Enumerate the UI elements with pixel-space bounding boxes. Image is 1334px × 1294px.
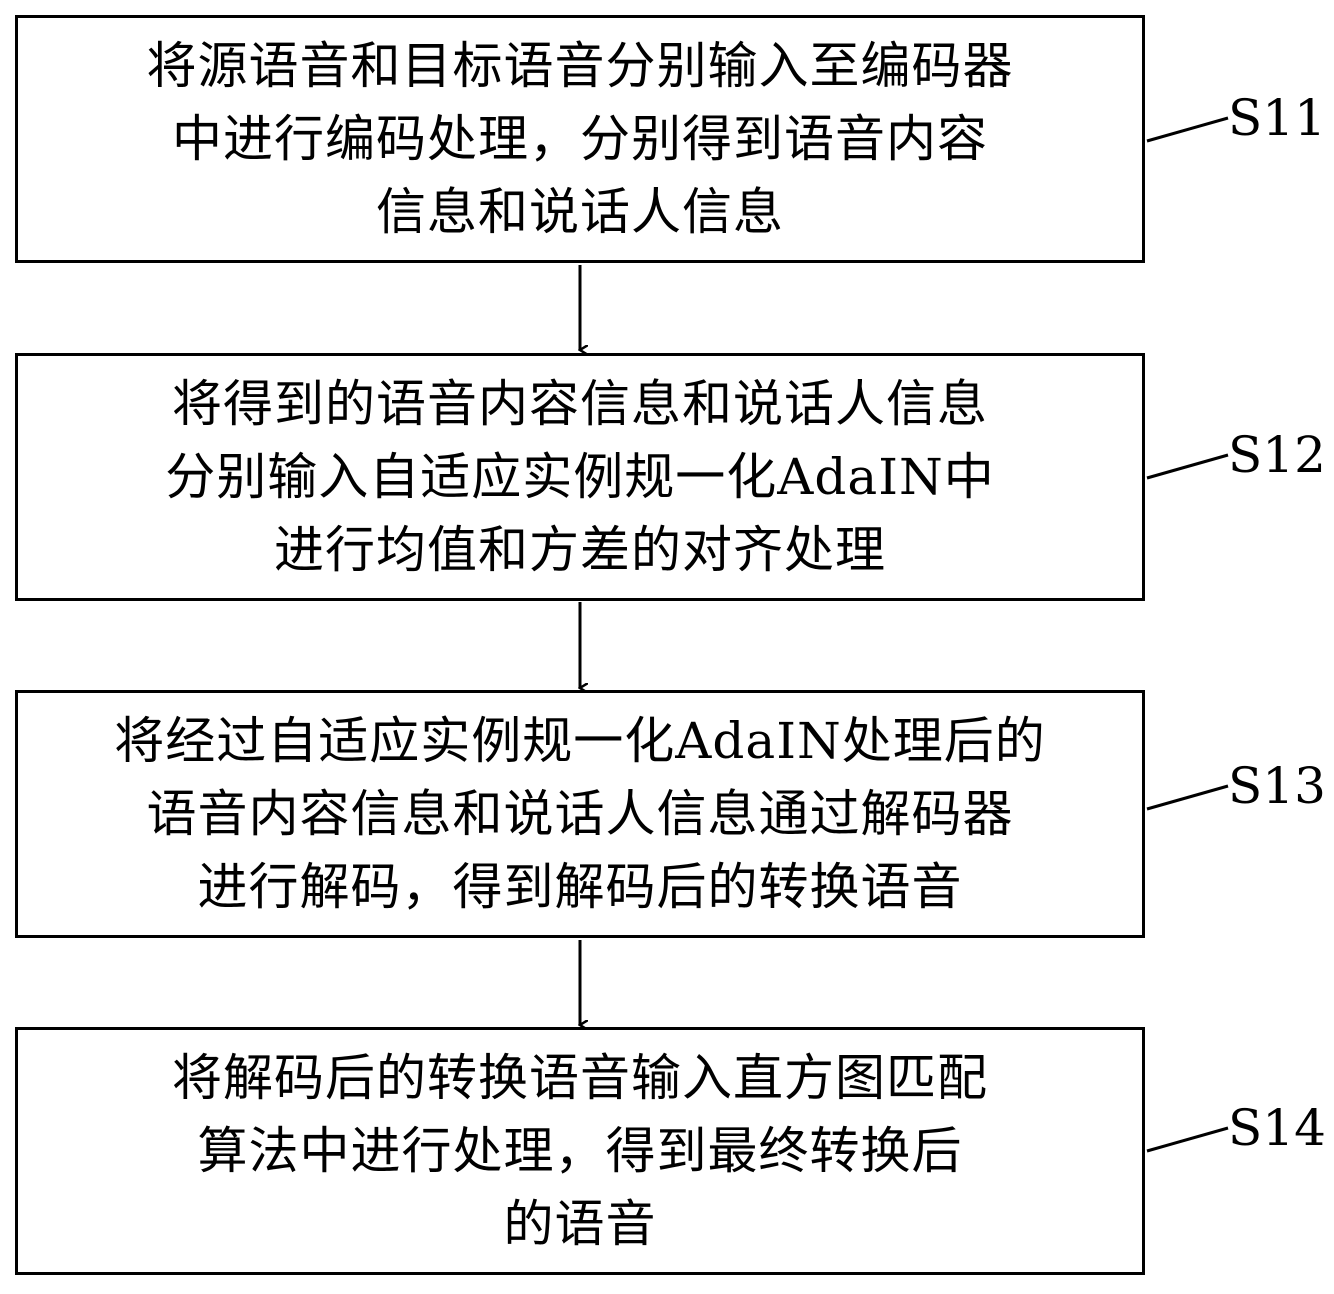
step-s13-line-1: 将经过自适应实例规一化AdaIN处理后的: [114, 711, 1046, 770]
step-s14-line-1: 将解码后的转换语音输入直方图匹配: [172, 1048, 988, 1107]
leader-line-s13: [1146, 784, 1229, 811]
step-box-s12: 将得到的语音内容信息和说话人信息 分别输入自适应实例规一化AdaIN中 进行均值…: [15, 353, 1145, 601]
step-s13-line-2: 语音内容信息和说话人信息通过解码器: [146, 784, 1014, 843]
leader-line-s12: [1146, 453, 1229, 480]
step-text-s12: 将得到的语音内容信息和说话人信息 分别输入自适应实例规一化AdaIN中 进行均值…: [30, 368, 1130, 587]
step-s14-line-3: 的语音: [503, 1194, 657, 1253]
step-s12-line-2: 分别输入自适应实例规一化AdaIN中: [165, 447, 995, 506]
step-label-s14: S14: [1228, 1099, 1326, 1157]
step-text-s11: 将源语音和目标语音分别输入至编码器 中进行编码处理，分别得到语音内容 信息和说话…: [30, 30, 1130, 249]
step-s13-line-3: 进行解码，得到解码后的转换语音: [197, 857, 963, 916]
step-box-s11: 将源语音和目标语音分别输入至编码器 中进行编码处理，分别得到语音内容 信息和说话…: [15, 15, 1145, 263]
step-s11-line-3: 信息和说话人信息: [376, 182, 784, 241]
step-s12-line-1: 将得到的语音内容信息和说话人信息: [172, 374, 988, 433]
leader-line-s11: [1146, 116, 1229, 143]
step-s12-line-3: 进行均值和方差的对齐处理: [274, 520, 886, 579]
step-text-s14: 将解码后的转换语音输入直方图匹配 算法中进行处理，得到最终转换后 的语音: [30, 1042, 1130, 1261]
step-text-s13: 将经过自适应实例规一化AdaIN处理后的 语音内容信息和说话人信息通过解码器 进…: [30, 705, 1130, 924]
step-s14-line-2: 算法中进行处理，得到最终转换后: [197, 1121, 963, 1180]
step-box-s14: 将解码后的转换语音输入直方图匹配 算法中进行处理，得到最终转换后 的语音: [15, 1027, 1145, 1275]
step-s11-line-1: 将源语音和目标语音分别输入至编码器: [146, 36, 1014, 95]
step-s11-line-2: 中进行编码处理，分别得到语音内容: [172, 109, 988, 168]
step-label-s13: S13: [1228, 757, 1326, 815]
step-box-s13: 将经过自适应实例规一化AdaIN处理后的 语音内容信息和说话人信息通过解码器 进…: [15, 690, 1145, 938]
step-label-s12: S12: [1228, 426, 1326, 484]
leader-line-s14: [1146, 1126, 1229, 1153]
step-label-s11: S11: [1228, 89, 1326, 147]
